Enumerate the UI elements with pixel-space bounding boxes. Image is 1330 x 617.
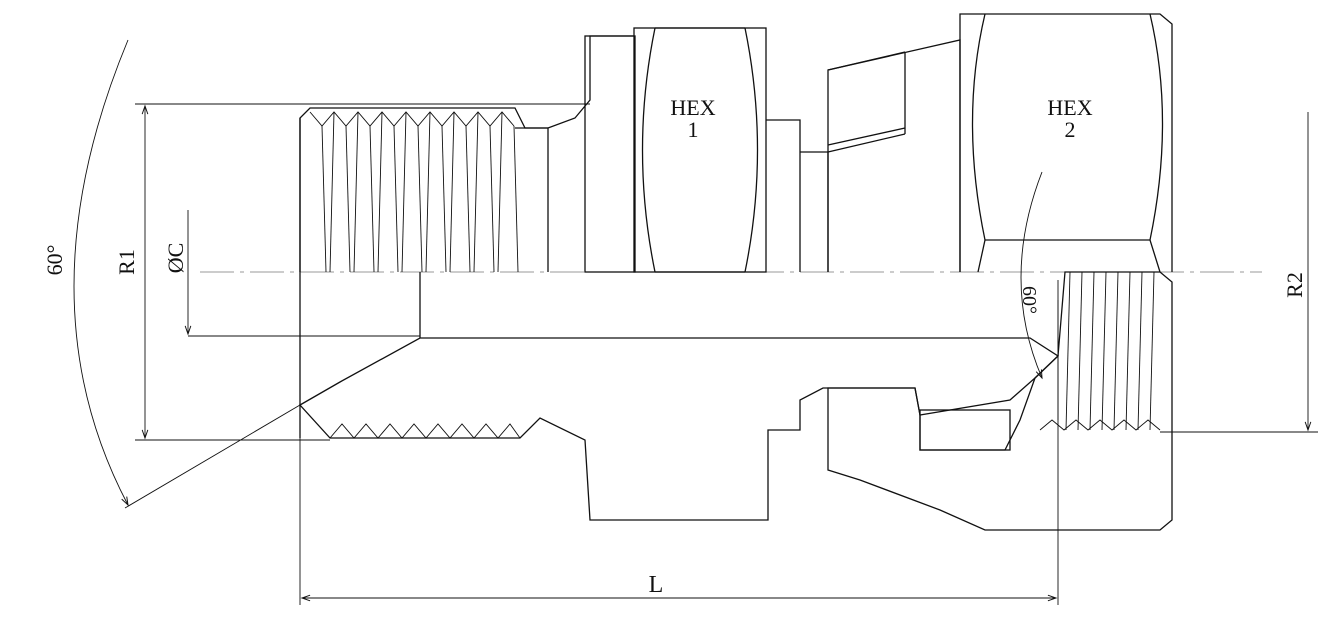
r2-dimension — [1160, 112, 1318, 433]
thread-flank-lines — [321, 111, 519, 273]
diameter-c-dimension — [188, 210, 420, 337]
angle-left-label: 60° — [42, 245, 67, 276]
hex1-external — [584, 27, 829, 273]
body-section — [298, 272, 1060, 521]
angle-right-label: 60° — [1018, 286, 1040, 314]
hex2-label-line2: 2 — [1065, 117, 1076, 142]
hex2-external — [827, 13, 1173, 273]
nut-section — [827, 271, 1173, 531]
hex1-label-line2: 1 — [688, 117, 699, 142]
length-dimension — [299, 300, 1059, 605]
female-thread-lines — [1057, 271, 1155, 431]
length-label: L — [649, 572, 664, 598]
r2-label: R2 — [1282, 272, 1307, 298]
left-angle-dimension — [73, 39, 301, 509]
r1-label: R1 — [114, 249, 139, 275]
body-external-view — [299, 13, 1173, 273]
diameter-c-label: ØC — [163, 243, 188, 274]
r1-dimension — [135, 103, 590, 441]
hex1-label-line1: HEX — [670, 95, 715, 120]
right-angle-dimension — [1020, 171, 1042, 378]
hex2-label-line1: HEX — [1047, 95, 1092, 120]
